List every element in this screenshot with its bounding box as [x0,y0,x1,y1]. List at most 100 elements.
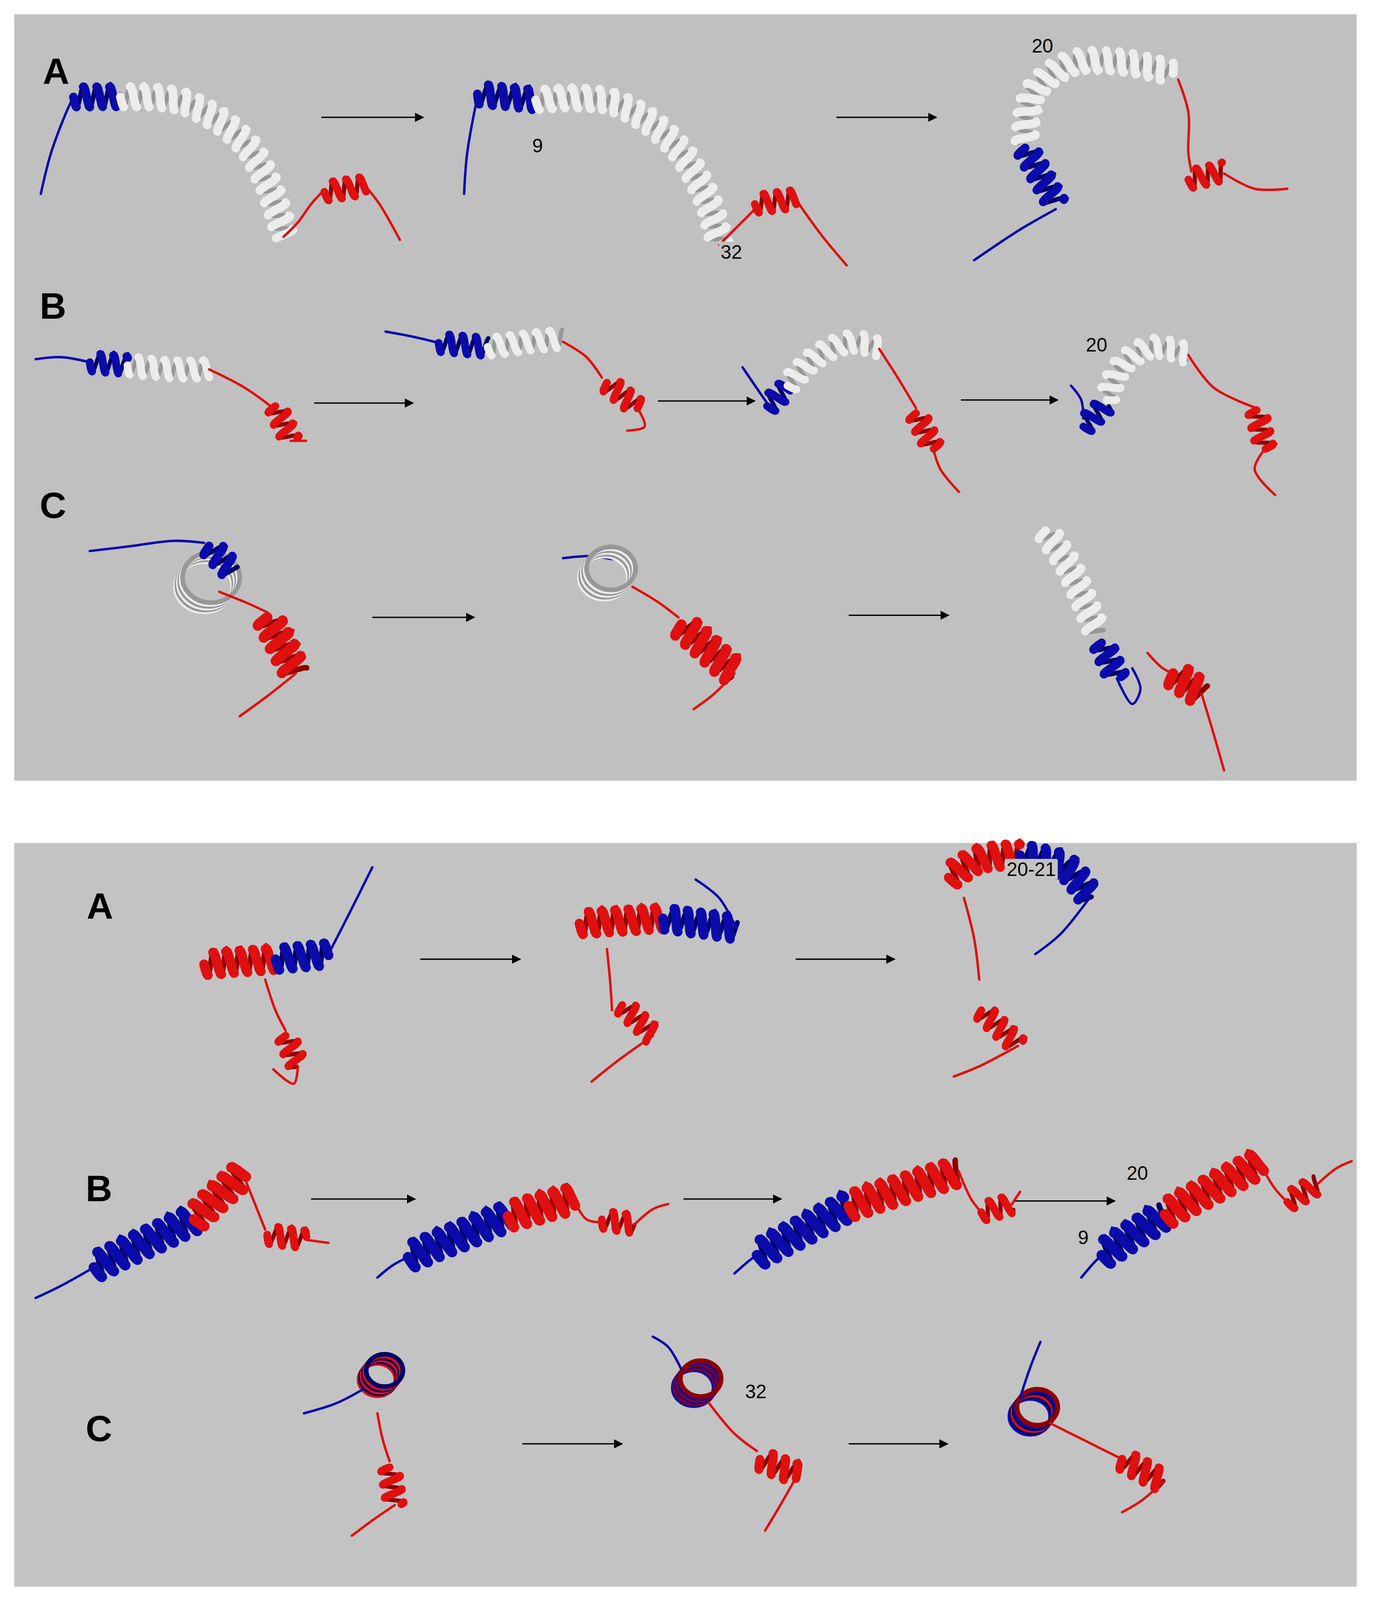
helix-front [126,355,129,359]
helix-front [1190,676,1200,701]
helix-front [527,1198,541,1221]
coil-segment [1050,1423,1123,1460]
helix-front [628,909,636,931]
helix-end-on [1017,1388,1058,1425]
helix-front [1147,56,1149,78]
helix-front [1120,672,1126,677]
coil-segment [1201,693,1224,771]
helix-front [1113,360,1132,369]
helix-front [1159,59,1161,81]
helix-front [892,1179,906,1201]
frame-arrow [960,399,1058,401]
helix-front [1024,151,1040,168]
helix-front [763,193,773,212]
helix-front [1063,859,1075,881]
helix-front [1083,426,1092,431]
coil-segment [1254,449,1276,496]
helix-front [345,179,355,197]
coil-segment [719,209,755,246]
helix-front [930,1167,944,1189]
helix-front [257,617,268,626]
helix-front [225,951,235,973]
helix-front [1053,544,1067,562]
helix-front [1119,1458,1122,1470]
helix-front [991,845,1001,867]
helix-front [863,333,865,353]
coil-segment [709,1402,758,1451]
helix-front [685,162,701,179]
frame-arrow [848,614,949,616]
helix-front [832,337,845,353]
helix-front [127,365,130,375]
helix-front [239,950,248,973]
coil-segment [1224,173,1288,190]
panel-letter: B [39,287,67,325]
helix-front [672,139,685,158]
helix-front [707,226,727,238]
helix-front [120,96,124,107]
helix-front [914,417,929,432]
panel-letter: A [42,52,70,90]
coil-segment [933,449,959,492]
helix-front [164,359,170,379]
helix-front [625,1213,630,1233]
helix-front [771,1453,774,1475]
helix-front [252,949,261,972]
helix-front [73,96,77,107]
coil-segment [377,1412,390,1461]
helix-front [571,87,579,109]
coil-segment [365,185,400,240]
coil-segment [463,96,478,194]
helix-front [1101,1254,1111,1264]
helix-front [754,203,759,213]
helix-front [636,1014,646,1033]
helix-front [618,1004,623,1014]
helix-front [462,335,468,355]
helix-front [1137,342,1151,357]
helix-front [138,357,144,376]
helix-front [176,360,184,379]
helix-front [700,912,704,935]
helix-front [1016,109,1038,113]
helix-front [557,88,566,109]
helix-front [1253,431,1271,441]
helix-front [664,129,675,149]
coil-segment [219,591,268,613]
helix-front [635,103,642,125]
coil-segment [695,879,737,929]
helix-front [613,381,621,401]
helix-front [96,86,103,107]
helix-front [988,1200,1000,1217]
helix-front [271,215,290,227]
helix-front [986,1010,995,1029]
helix-front [601,910,610,933]
helix-front [776,192,786,210]
frame-arrow [836,116,937,119]
coil-segment [242,1173,266,1230]
helix-front [1075,593,1092,608]
helix-front [623,390,631,409]
coil-segment [1020,1341,1041,1398]
coil-segment [1317,1161,1352,1184]
helix-front [1036,174,1052,190]
helix-front [674,908,678,932]
coil-segment [562,341,602,378]
helix-front [548,330,558,349]
helix-front [1085,617,1103,632]
helix-front [112,354,119,374]
coil-segment [591,1035,654,1082]
helix-front [905,1175,919,1197]
helix-front [663,918,665,930]
panel-letter: A [86,887,114,925]
helix-front [1065,567,1082,583]
helix-front [1106,50,1111,72]
helix-end-on [680,1360,722,1397]
coil-segment [1122,1481,1163,1513]
helix-front [473,1216,489,1237]
helix-front [304,1230,307,1237]
helix-front [501,86,506,107]
helix-front [846,333,854,351]
helix-front [1101,386,1121,389]
helix-front [254,164,271,180]
